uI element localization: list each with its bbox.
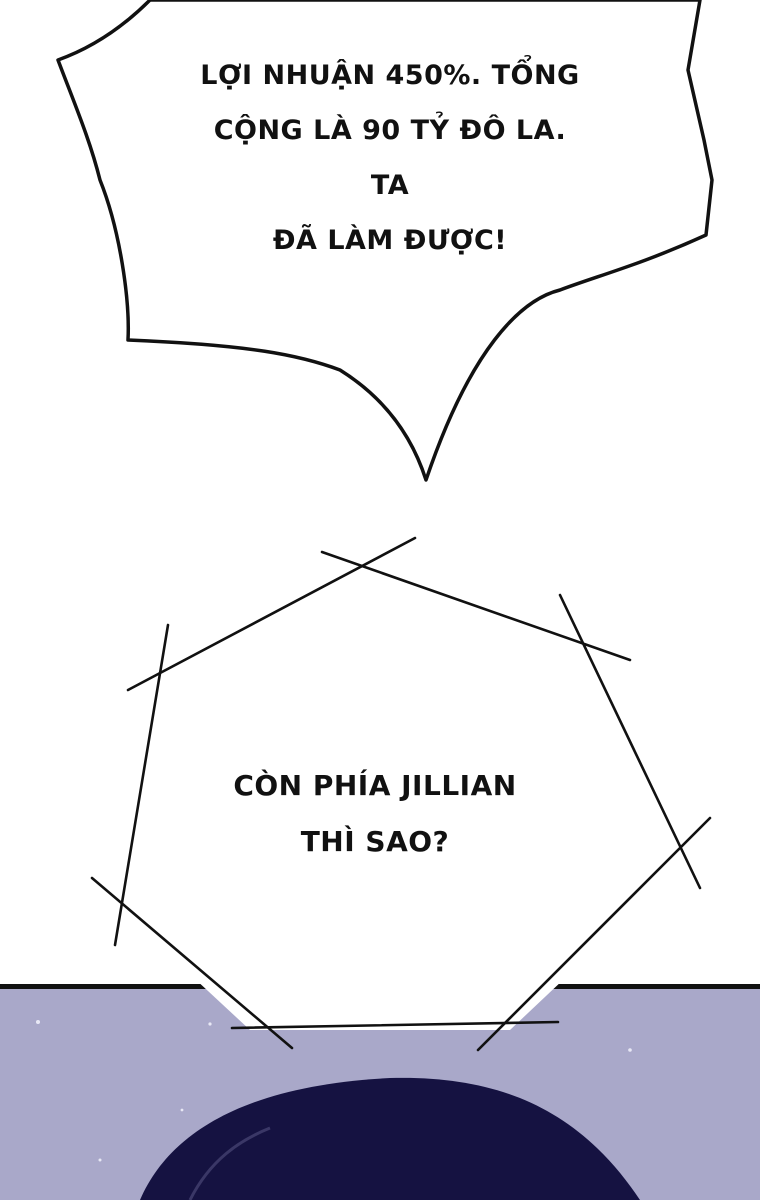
star bbox=[208, 1022, 212, 1026]
shout-bubble-outline bbox=[56, 0, 714, 482]
stars bbox=[36, 1020, 632, 1162]
star bbox=[628, 1048, 632, 1052]
star bbox=[36, 1020, 40, 1024]
hair-highlight bbox=[188, 1126, 271, 1200]
thought-bubble-text: CÒN PHÍA JILLIAN THÌ SAO? bbox=[233, 769, 517, 858]
thought-bubble-outline bbox=[90, 536, 712, 1052]
star bbox=[180, 1108, 184, 1112]
head-silhouette bbox=[140, 1077, 640, 1200]
star bbox=[98, 1158, 102, 1162]
shout-bubble-text: LỢI NHUẬN 450%. TỔNG CỘNG LÀ 90 TỶ ĐÔ LA… bbox=[200, 60, 580, 256]
